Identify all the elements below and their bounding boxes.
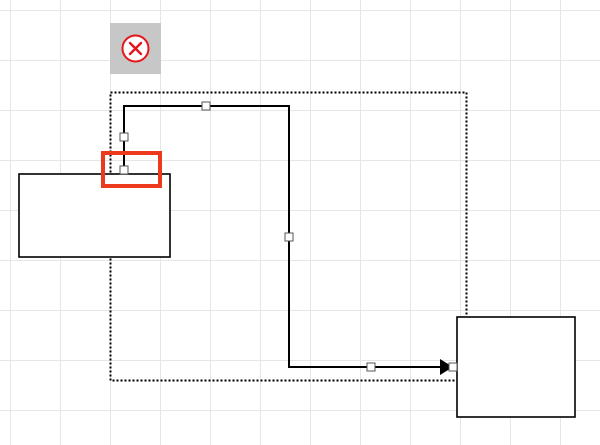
edge-end-handle[interactable] <box>448 362 458 372</box>
connector-edge[interactable] <box>123 105 443 368</box>
edge-handle[interactable] <box>119 165 129 175</box>
arrowhead-icon <box>440 359 453 375</box>
shape-rectangle-right[interactable] <box>456 316 576 418</box>
close-circle-icon <box>121 34 150 63</box>
highlight-box <box>101 151 162 188</box>
edge-handle[interactable] <box>284 232 294 242</box>
edge-handle[interactable] <box>366 362 376 372</box>
edge-handle[interactable] <box>119 132 129 142</box>
edge-handle[interactable] <box>201 101 211 111</box>
delete-button[interactable] <box>110 23 161 74</box>
